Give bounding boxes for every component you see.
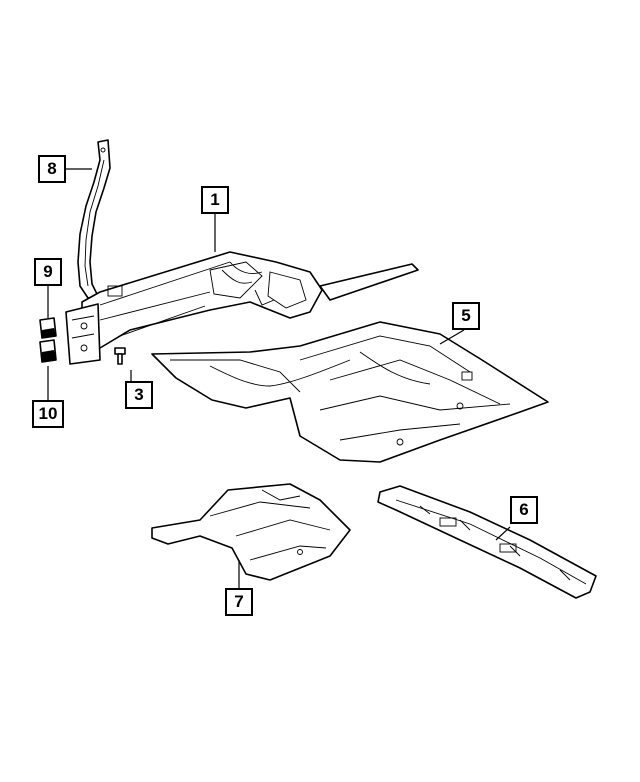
part-8-brace (77, 139, 111, 299)
part-6-crossmember (377, 485, 597, 599)
callout-10: 10 (32, 400, 64, 428)
callout-7: 7 (225, 588, 253, 616)
callout-6: 6 (510, 496, 538, 524)
callout-3: 3 (125, 381, 153, 409)
leader-lines (47, 168, 511, 588)
part-5-floor-pan (151, 321, 549, 463)
part-1-frame-rail (65, 251, 419, 365)
callout-9: 9 (34, 258, 62, 286)
part-3-bolt (114, 347, 126, 365)
callout-5: 5 (452, 302, 480, 330)
part-9-bracket (39, 317, 57, 339)
part-7-floor-section (151, 483, 351, 581)
callout-1: 1 (201, 186, 229, 214)
callout-8: 8 (38, 155, 66, 183)
part-10-bracket (39, 339, 57, 363)
